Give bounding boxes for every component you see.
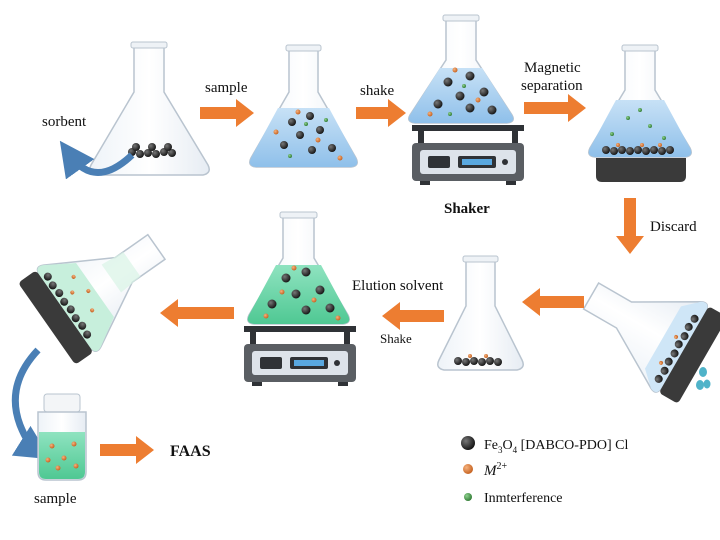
arrow-discard	[616, 198, 644, 254]
sample-vial	[37, 393, 87, 481]
arrow-6	[160, 299, 234, 327]
magnet-block	[596, 158, 686, 182]
flask-pouring-eluent	[19, 233, 167, 364]
legend-interference-label: Inmterference	[484, 491, 563, 506]
sorbent-particles	[128, 143, 176, 158]
label-discard: Discard	[650, 219, 697, 235]
legend-sorbent-label: Fe3O4 [DABCO-PDO] Cl	[484, 438, 628, 455]
label-sample-top: sample	[205, 80, 248, 96]
legend: Fe3O4 [DABCO-PDO] Cl M2+ Inmterference	[461, 436, 628, 506]
shaker-top	[412, 125, 524, 185]
arrow-1	[200, 99, 254, 127]
label-sample-bottom: sample	[34, 491, 77, 507]
arrow-5	[382, 302, 444, 330]
label-elution-solvent: Elution solvent	[352, 278, 444, 294]
flask-sorbent	[89, 41, 210, 176]
label-faas: FAAS	[170, 443, 211, 460]
flask-elution	[247, 211, 350, 325]
legend-sorbent-marker	[461, 436, 475, 450]
flask-magnetic-separation	[588, 44, 692, 182]
flask-sample-mixture	[249, 44, 358, 168]
arrow-4	[522, 288, 584, 316]
legend-interference-marker	[464, 493, 472, 501]
arrow-7	[100, 436, 154, 464]
legend-metal-ion-label: M2+	[483, 461, 508, 479]
label-shake-bottom: Shake	[380, 331, 412, 346]
discard-droplets	[696, 367, 711, 390]
label-magnetic-2: separation	[521, 78, 583, 94]
label-sorbent: sorbent	[42, 114, 87, 130]
shaker-bottom	[244, 326, 356, 386]
label-shake-top: shake	[360, 83, 394, 99]
arrow-3	[524, 94, 586, 122]
sorbent-curved-arrow	[59, 140, 135, 180]
flask-retained-sorbent	[437, 255, 524, 371]
arrow-2	[356, 99, 406, 127]
flask-pouring-discard	[582, 281, 720, 403]
eluent-curved-arrow	[11, 347, 51, 460]
legend-metal-ion-marker	[463, 464, 473, 474]
flask-shaking	[408, 14, 514, 124]
label-magnetic-1: Magnetic	[524, 60, 581, 76]
label-shaker: Shaker	[444, 201, 490, 217]
